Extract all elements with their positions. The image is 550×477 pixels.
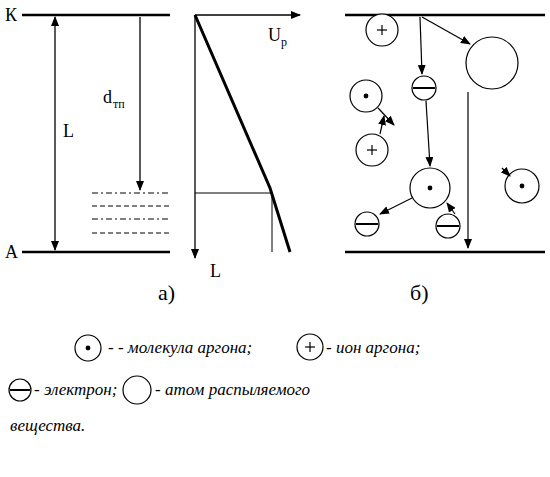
axis-label: L	[210, 262, 221, 280]
dimension-label: L	[63, 122, 74, 140]
subscript-label: р	[281, 36, 287, 48]
legend-text: - ион аргона;	[326, 337, 420, 359]
dimension-label: d	[103, 88, 112, 106]
axis-label: U	[268, 26, 281, 44]
electrode-diagram	[22, 15, 170, 252]
legend-text: - атом распыляемого вещества.	[10, 372, 340, 444]
panel-label: б)	[410, 282, 429, 304]
legend-text: - - молекула аргона;	[108, 337, 252, 359]
discharge-illustration	[345, 14, 545, 252]
electrode-name: К	[5, 6, 17, 24]
panel-label: а)	[158, 282, 175, 304]
subscript-label: тп	[113, 98, 125, 110]
legend-text: - электрон;	[34, 379, 117, 401]
potential-graph	[195, 15, 300, 258]
electrode-name: А	[5, 243, 18, 261]
